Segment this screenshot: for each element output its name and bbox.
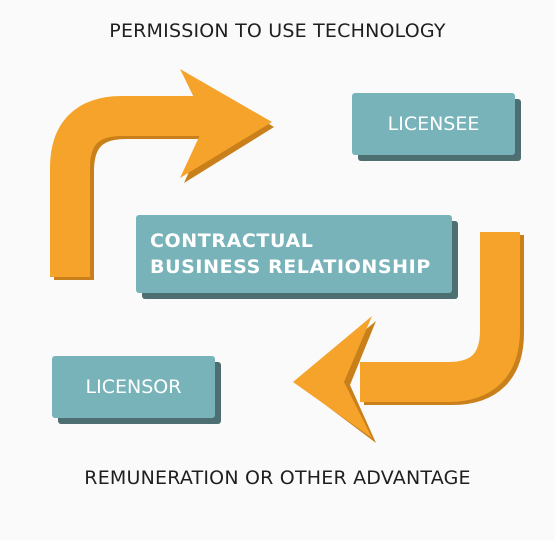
curved-arrow-right-icon	[50, 69, 274, 280]
licensee-box: LICENSEE	[352, 93, 515, 155]
top-caption: PERMISSION TO USE TECHNOLOGY	[109, 20, 446, 42]
center-label-line1: CONTRACTUAL	[150, 230, 314, 252]
center-label-line2: BUSINESS RELATIONSHIP	[150, 256, 431, 278]
licensor-label: LICENSOR	[85, 376, 182, 398]
curved-arrow-left-icon	[293, 232, 524, 443]
licensee-label: LICENSEE	[387, 113, 480, 135]
contract-relationship-box: CONTRACTUAL BUSINESS RELATIONSHIP	[136, 215, 452, 293]
licensor-box: LICENSOR	[52, 356, 215, 418]
bottom-caption: REMUNERATION OR OTHER ADVANTAGE	[84, 467, 471, 489]
